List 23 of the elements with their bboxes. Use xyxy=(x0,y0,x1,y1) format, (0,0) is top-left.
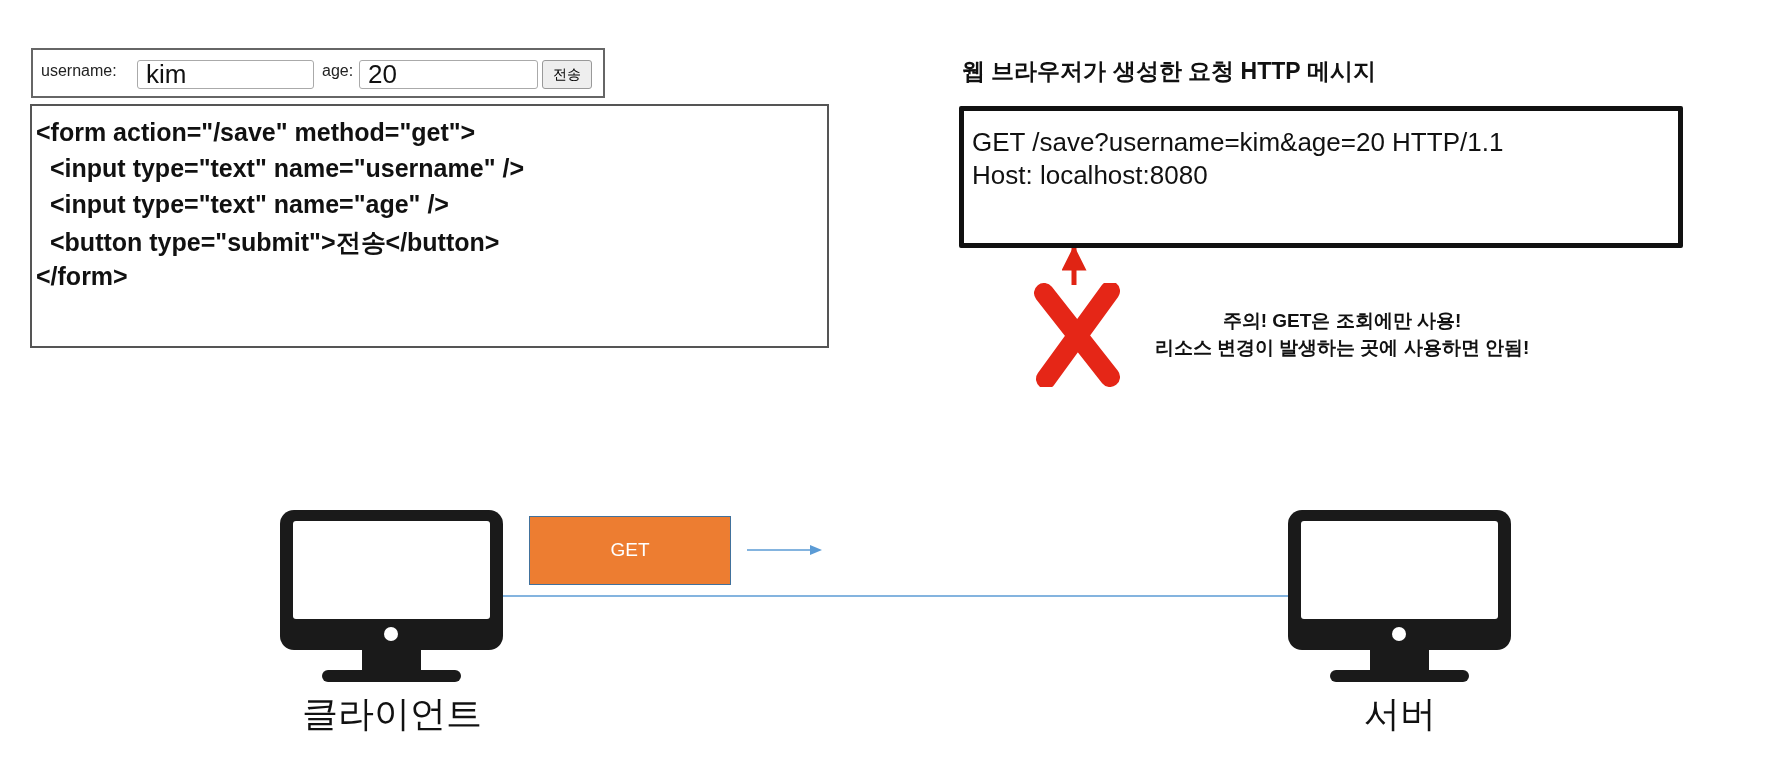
code-line: </form> xyxy=(36,262,128,291)
arrow xyxy=(1061,245,1087,285)
field-label: username: xyxy=(41,62,117,80)
cross-mark xyxy=(1034,283,1120,387)
connection-line xyxy=(502,595,1289,597)
code-line: <input type="text" name="username" /> xyxy=(50,154,524,183)
form-preview xyxy=(31,48,605,98)
code-line: <form action="/save" method="get"> xyxy=(36,118,476,147)
code-line: <button type="submit">전송</button> xyxy=(50,227,500,258)
device-label: 서버 xyxy=(1362,692,1437,736)
submit-button: 전송 xyxy=(542,60,592,89)
warning-note: 주의! GET은 조회에만 사용! xyxy=(1221,309,1463,333)
warning-note: 리소스 변경이 발생하는 곳에 사용하면 안됨! xyxy=(1153,336,1531,360)
message-line: Host: localhost:8080 xyxy=(972,160,1208,191)
message-line: GET /save?username=kim&age=20 HTTP/1.1 xyxy=(972,127,1504,158)
field-label: age: xyxy=(322,62,354,80)
input-field: kim xyxy=(137,60,314,89)
code-box xyxy=(30,104,829,348)
device-label: 클라이언트 xyxy=(300,692,483,736)
code-line: <input type="text" name="age" /> xyxy=(50,190,449,219)
method-box: GET xyxy=(529,516,731,585)
heading: 웹 브라우저가 생성한 요청 HTTP 메시지 xyxy=(962,57,1376,86)
input-field: 20 xyxy=(359,60,538,89)
